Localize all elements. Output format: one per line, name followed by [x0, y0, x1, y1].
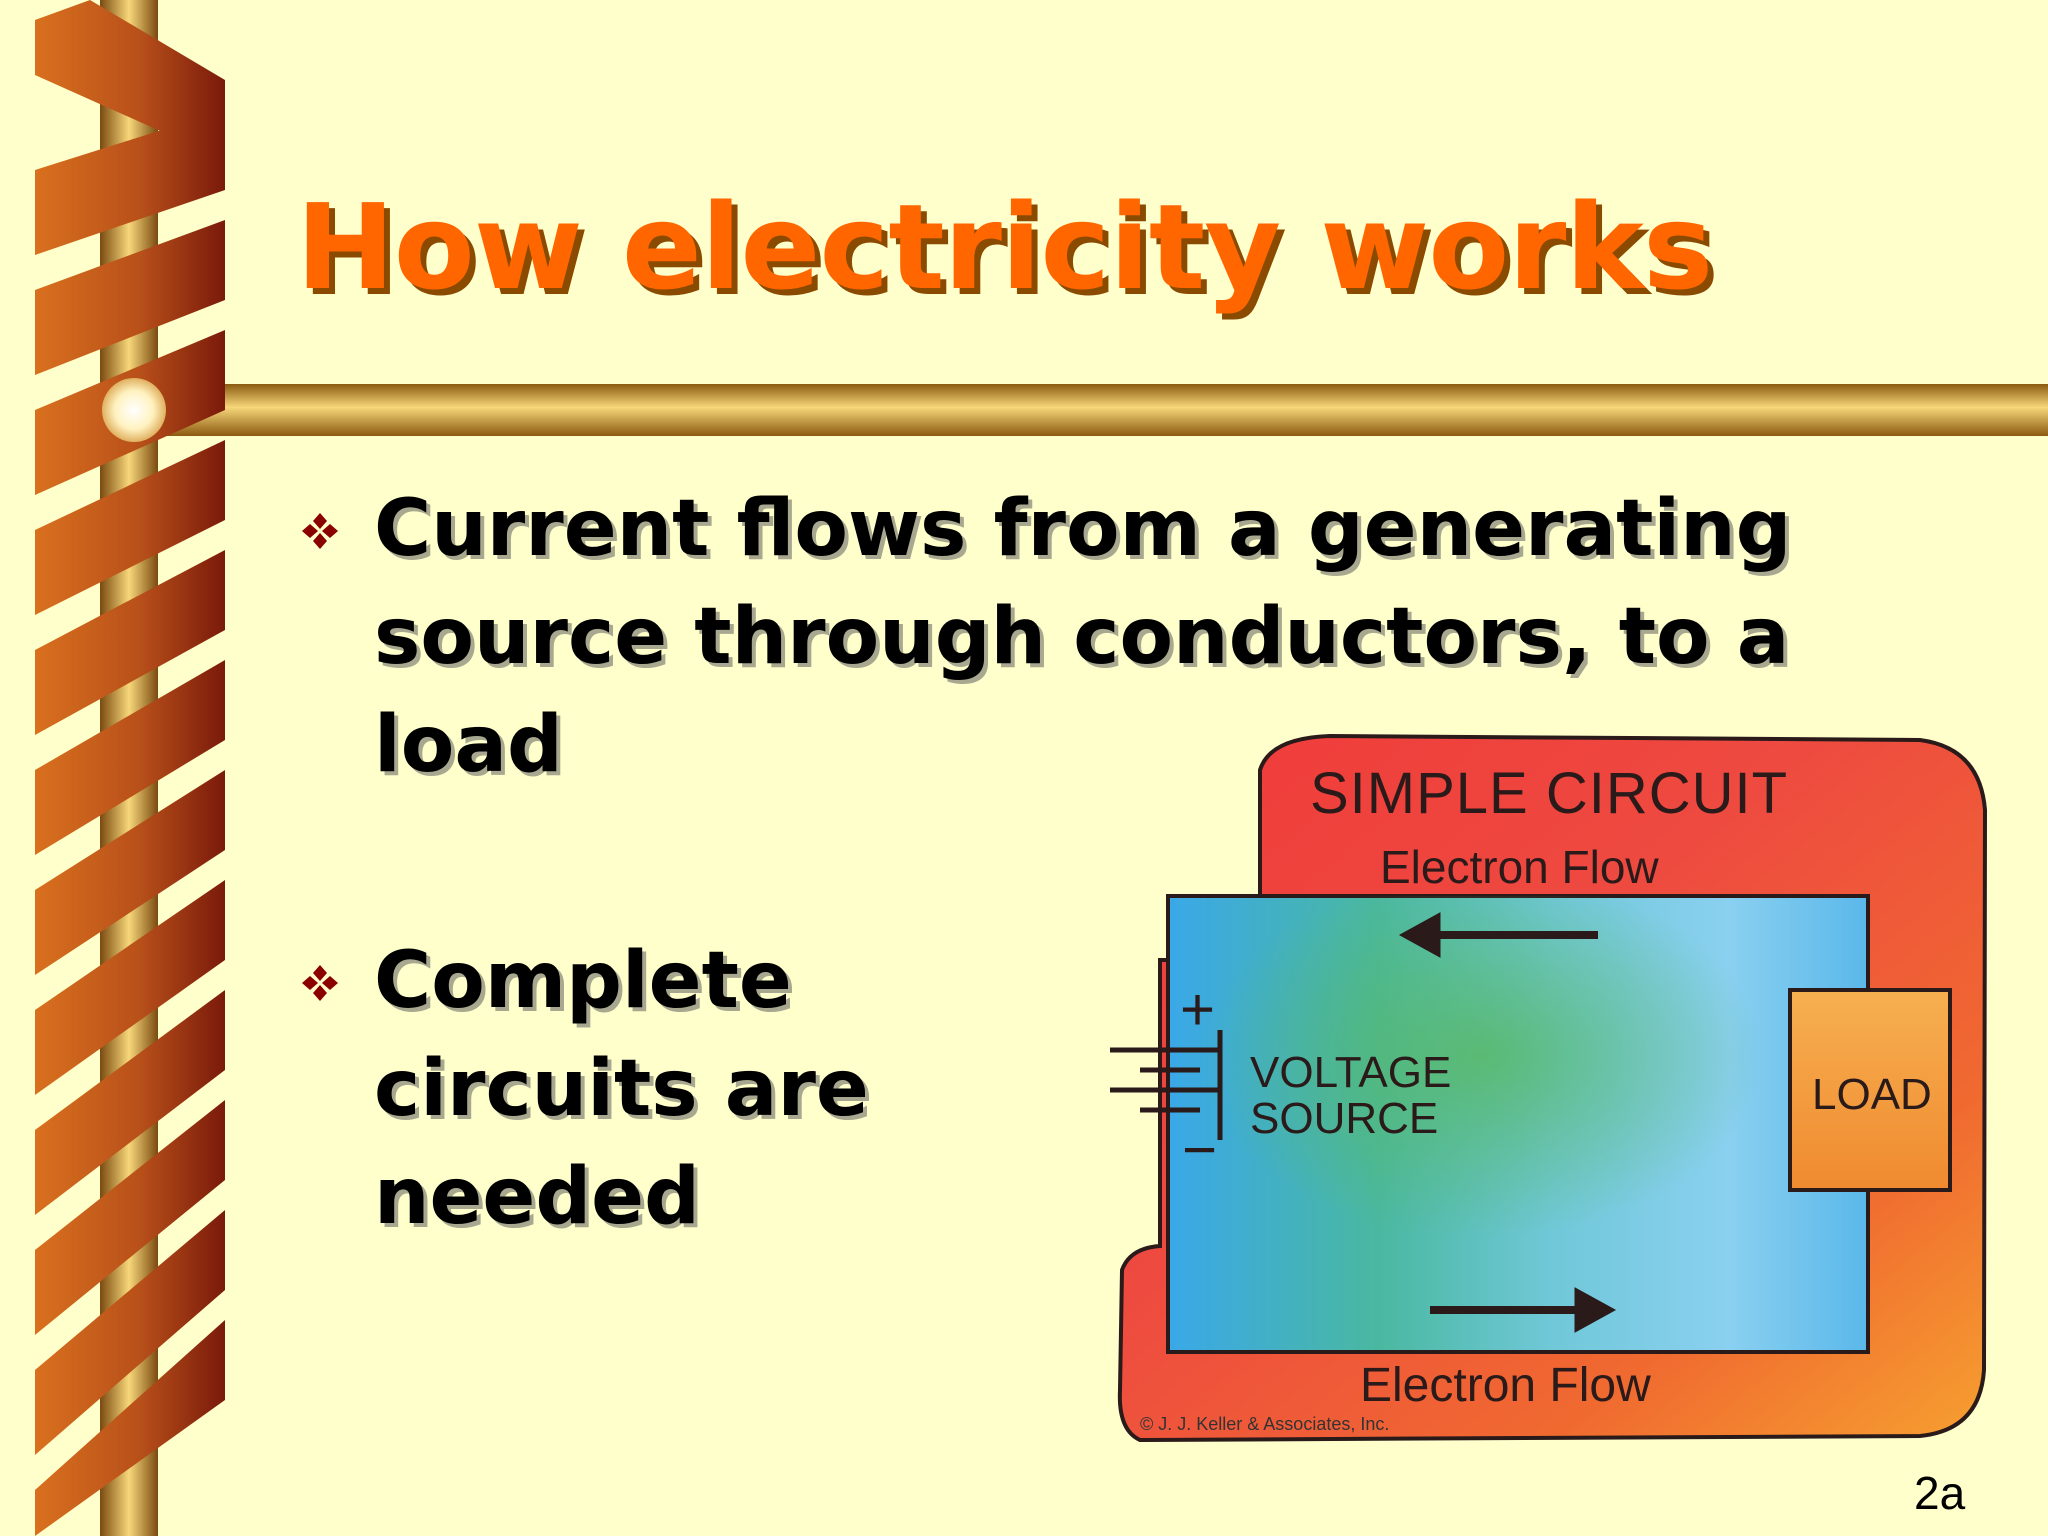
battery-icon	[1110, 1030, 1223, 1140]
four-diamond-bullet-icon	[302, 965, 338, 1001]
electron-flow-bottom-label: Electron Flow	[1360, 1359, 1651, 1412]
slide-title: How electricity works	[296, 178, 1713, 316]
figure-copyright: © J. J. Keller & Associates, Inc.	[1140, 1414, 1390, 1434]
circuit-illustration: + −	[1110, 733, 1988, 1443]
voltage-source-label: VOLTAGE SOURCE	[1250, 1048, 1452, 1143]
battery-plus: +	[1180, 976, 1215, 1043]
left-ribbon	[35, 0, 225, 1536]
battery-minus: −	[1182, 1116, 1217, 1183]
bullet-list: Current flows from a generating source t…	[298, 475, 1998, 1251]
bullet-item: Complete circuits are needed	[298, 927, 994, 1251]
simple-circuit-figure: + − SIMPLE CIRCUIT Electron Flow VOLTAGE…	[1100, 730, 2000, 1450]
load-box	[1788, 988, 1952, 1192]
arrow-left-icon	[1398, 912, 1598, 958]
pole-knob	[102, 378, 166, 442]
bullet-item: Current flows from a generating source t…	[298, 475, 1998, 799]
page-number: 2a	[1914, 1467, 1966, 1519]
four-diamond-bullet-icon	[302, 513, 338, 549]
bullet-text: Current flows from a generating source t…	[374, 484, 1792, 790]
circuit-green-blob	[1168, 896, 1868, 1352]
arrow-right-icon	[1430, 1287, 1617, 1333]
load-label: LOAD	[1812, 1070, 1932, 1119]
title-divider-bar	[120, 384, 2048, 436]
bullet-text: Complete circuits are needed	[374, 936, 869, 1242]
figure-title: SIMPLE CIRCUIT	[1310, 761, 1789, 826]
electron-flow-top-label: Electron Flow	[1380, 841, 1659, 893]
